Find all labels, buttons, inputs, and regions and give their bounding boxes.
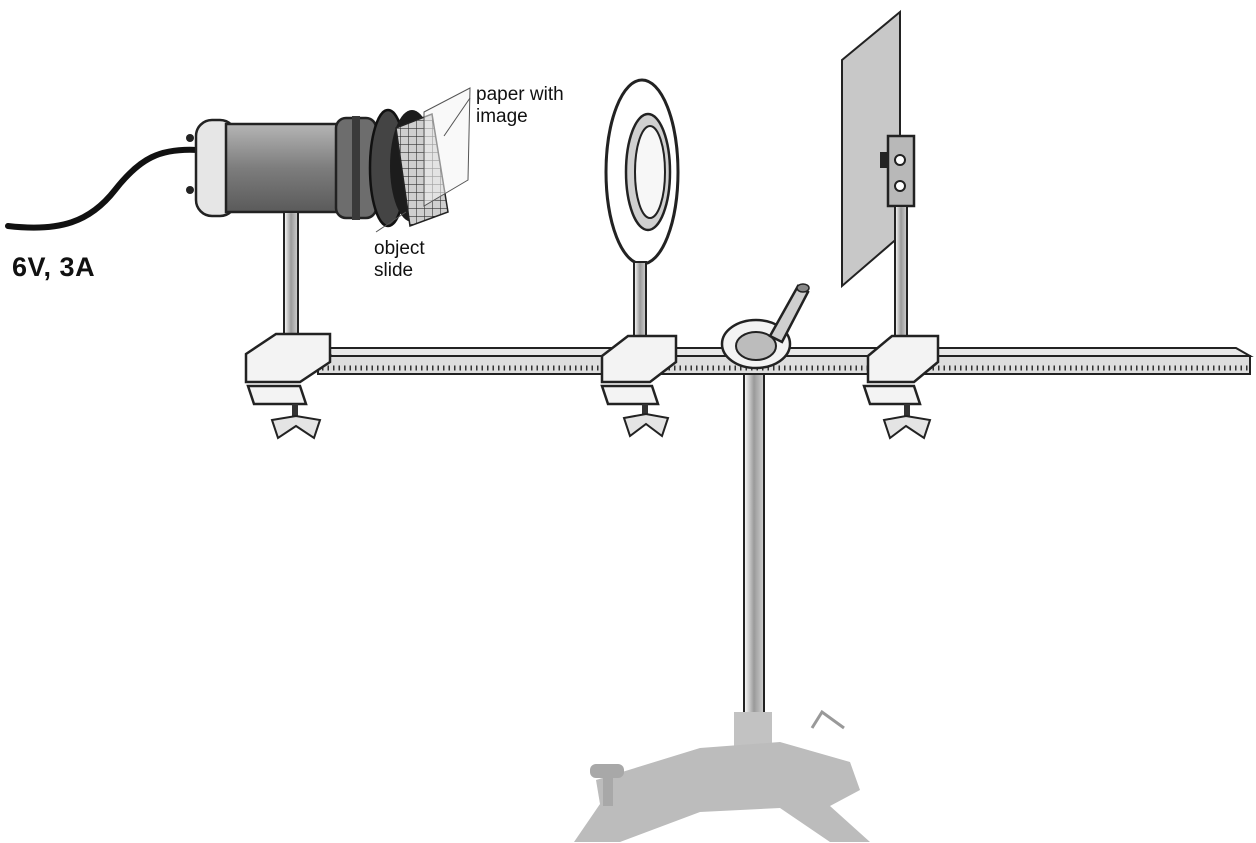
rider-clamp-2 <box>600 334 678 438</box>
stand-base <box>574 709 870 842</box>
paper-with-image-label: paper with image <box>476 84 596 128</box>
lens-holder <box>604 78 680 359</box>
lens-glass <box>634 125 666 219</box>
paper-label-line-2: image <box>476 106 528 127</box>
screen <box>841 9 916 359</box>
rider-clamp-1 <box>244 332 332 440</box>
lamp-body <box>224 122 344 214</box>
paper-with-image <box>423 87 471 207</box>
center-clamp <box>720 283 810 370</box>
power-cable <box>5 146 201 231</box>
rider-clamp-3 <box>862 334 940 440</box>
slide-label-line-1: object <box>374 238 425 259</box>
screen-holder-block <box>886 134 916 208</box>
object-slide-label: object slide <box>374 238 454 282</box>
power-supply-label: 6V, 3A <box>12 252 96 282</box>
stand-rod <box>743 373 765 715</box>
slide-label-line-2: slide <box>374 260 414 281</box>
paper-label-line-1: paper with <box>476 84 564 105</box>
